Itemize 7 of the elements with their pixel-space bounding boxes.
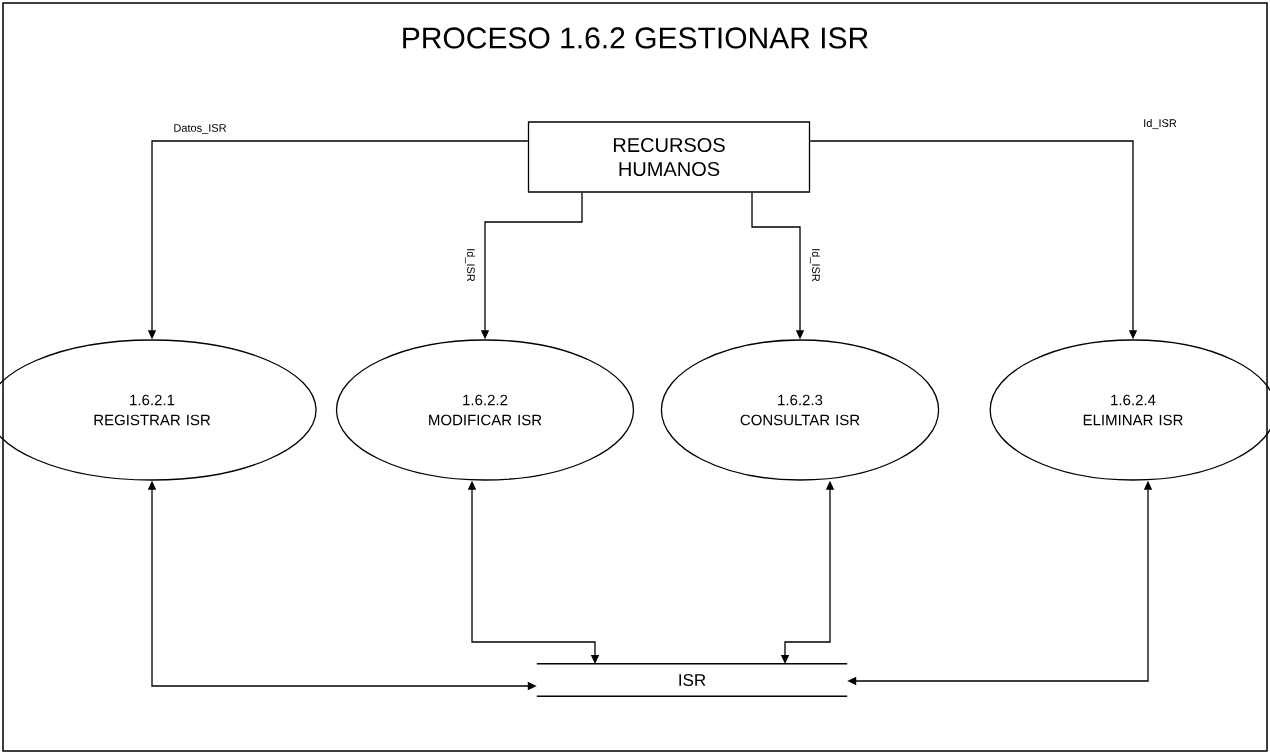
data-store: ISR	[536, 663, 848, 697]
entity-box: RECURSOS HUMANOS	[527, 121, 811, 193]
edge-label: Id_ISR	[1142, 117, 1178, 131]
title: PROCESO 1.6.2 GESTIONAR ISR	[403, 27, 868, 49]
edge-label: Datos_ISR	[172, 123, 228, 135]
edge-label: Id_ISR	[808, 247, 822, 283]
edge-label: Id_ISR	[463, 247, 477, 283]
